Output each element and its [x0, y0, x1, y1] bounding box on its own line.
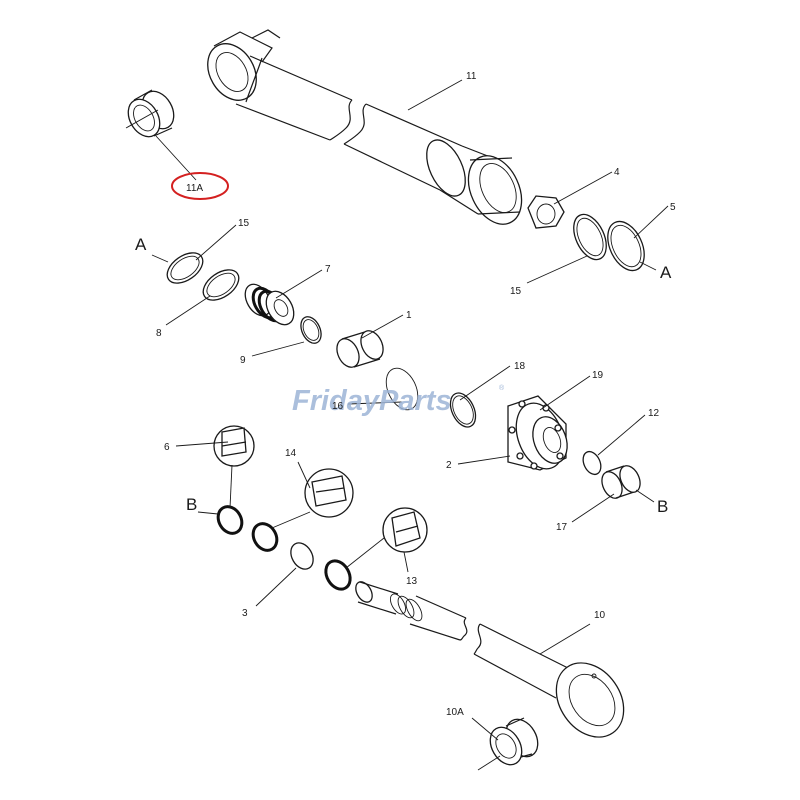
callout-11: 11 [466, 71, 477, 82]
callout-10a: 10A [446, 707, 464, 718]
ring-9 [300, 316, 322, 344]
callout-9: 9 [240, 355, 246, 366]
ring-5 [607, 220, 645, 272]
highlight-11a [171, 172, 229, 200]
callout-4: 4 [614, 167, 620, 178]
ring-3 [290, 542, 314, 570]
marker-a-left: A [135, 235, 147, 254]
callout-8: 8 [156, 328, 162, 339]
spacer-1 [336, 330, 384, 368]
callout-19: 19 [592, 370, 604, 381]
marker-b-right: B [657, 497, 668, 516]
seal-detail-13 [382, 507, 428, 553]
bushing-10a [489, 717, 539, 766]
cylinder-barrel [207, 29, 523, 225]
ring-8 [202, 269, 240, 301]
piston-7 [244, 283, 295, 326]
ring-16 [385, 367, 419, 411]
bushing-17 [601, 465, 641, 499]
callout-13: 13 [406, 576, 418, 587]
callout-6: 6 [164, 442, 170, 453]
callout-11a: 11A [186, 183, 203, 194]
watermark-logo: FridayParts ® [292, 384, 505, 417]
callout-10: 10 [594, 610, 606, 621]
ring-15-right [573, 213, 607, 261]
callout-12: 12 [648, 408, 660, 419]
callout-5: 5 [670, 202, 676, 213]
marker-a-right: A [660, 263, 672, 282]
watermark-text: FridayParts [292, 385, 452, 417]
leader-lines [125, 79, 669, 771]
callout-15-left: 15 [238, 218, 250, 229]
piston-rod-10 [355, 581, 625, 738]
callout-3: 3 [242, 608, 248, 619]
head-2 [507, 395, 568, 471]
callout-2: 2 [446, 460, 452, 471]
callout-7: 7 [325, 264, 331, 275]
seal-detail-6 [213, 425, 255, 467]
callout-14: 14 [285, 448, 297, 459]
callout-16: 16 [332, 401, 344, 412]
ring-13 [324, 559, 352, 591]
callout-18: 18 [514, 361, 526, 372]
callout-17: 17 [556, 522, 568, 533]
part-4-nut [527, 195, 565, 229]
callout-15-right: 15 [510, 286, 522, 297]
callout-1: 1 [406, 310, 412, 321]
ring-b2 [251, 522, 279, 552]
watermark-registered: ® [499, 384, 505, 392]
ring-15-left [166, 252, 204, 284]
ring-18 [449, 392, 477, 428]
ring-b1 [216, 505, 244, 535]
ring-12 [582, 450, 602, 476]
seal-detail-14 [304, 468, 354, 518]
marker-b-left: B [186, 495, 197, 514]
